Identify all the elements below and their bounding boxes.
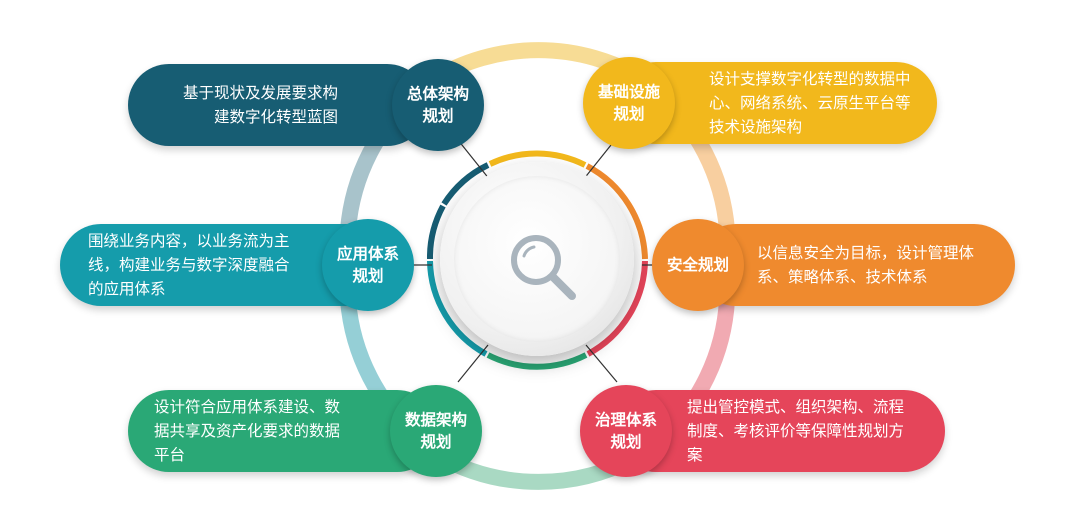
node-title: 应用体系规划	[336, 245, 399, 285]
node-security-pill: 以信息安全为目标，设计管理体系、策略体系、技术体系	[695, 224, 1015, 306]
connector-line	[457, 344, 489, 383]
node-description: 设计符合应用体系建设、数据共享及资产化要求的数据平台	[154, 398, 341, 464]
inner-arc-yellow	[488, 150, 587, 168]
inner-arc-orange	[585, 163, 648, 260]
node-infrastructure-badge: 基础设施规划	[583, 57, 675, 149]
node-title: 安全规划	[666, 256, 729, 274]
node-title: 基础设施规划	[597, 83, 660, 123]
node-data-architecture-pill: 设计符合应用体系建设、数据共享及资产化要求的数据平台	[128, 390, 438, 472]
node-governance-badge: 治理体系规划	[580, 385, 672, 477]
node-overall-architecture-badge: 总体架构规划	[392, 59, 484, 151]
connector-line	[457, 139, 491, 181]
node-title: 数据架构规划	[404, 411, 467, 451]
inner-arc-red	[586, 260, 648, 357]
center-circle	[440, 162, 634, 356]
node-data-architecture-badge: 数据架构规划	[390, 385, 482, 477]
inner-arc-navy-2	[426, 204, 446, 260]
inner-arc-navy	[441, 162, 490, 206]
node-description: 提出管控模式、组织架构、流程制度、考核评价等保障性规划方案	[687, 398, 905, 464]
node-title: 总体架构规划	[406, 85, 469, 125]
node-description: 以信息安全为目标，设计管理体系、策略体系、技术体系	[757, 244, 975, 286]
inner-arc-green	[486, 352, 588, 370]
node-security-badge: 安全规划	[652, 219, 744, 311]
node-overall-architecture-pill: 基于现状及发展要求构建数字化转型蓝图	[128, 64, 428, 146]
node-description: 基于现状及发展要求构建数字化转型蓝图	[182, 84, 338, 126]
connector-line	[585, 344, 618, 383]
node-description: 围绕业务内容，以业务流为主线，构建业务与数字深度融合的应用体系	[88, 232, 290, 298]
connector-line	[582, 139, 616, 181]
node-application-system-badge: 应用体系规划	[322, 219, 414, 311]
node-infrastructure-pill: 设计支撑数字化转型的数据中心、网络系统、云原生平台等技术设施架构	[615, 62, 937, 144]
magnifier-icon	[511, 235, 576, 300]
node-description: 设计支撑数字化转型的数据中心、网络系统、云原生平台等技术设施架构	[709, 70, 911, 136]
node-title: 治理体系规划	[594, 411, 657, 451]
inner-arc-teal	[427, 260, 488, 357]
